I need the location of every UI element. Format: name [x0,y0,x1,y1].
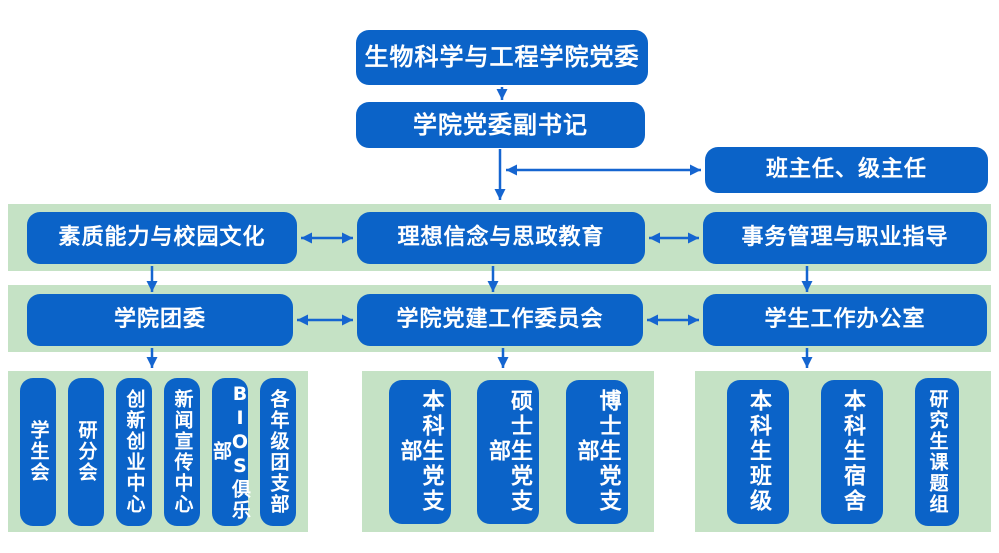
node-deputy-secretary: 学院党委副书记 [356,102,645,148]
node-grad-research-groups: 研究生课题组 [915,377,959,526]
node-youth-league-committee: 学院团委 [27,294,293,346]
node-innovation-entrepreneurship-center: 创新创业中心 [116,377,152,526]
node-undergrad-classes: 本科生班级 [727,379,789,524]
node-class-grade-directors: 班主任、级主任 [705,147,988,193]
panel-student-organizations: 学生会 研分会 创新创业中心 新闻宣传中心 BIOS俱乐部 各年级团支部 [8,371,308,532]
node-doctoral-party-branch: 博士生党支部 [565,379,628,524]
node-master-party-branch: 硕士生党支部 [477,379,539,524]
panel-party-branches: 本科生党支部 硕士生党支部 博士生党支部 [362,371,654,532]
node-affairs-and-career-guidance: 事务管理与职业指导 [703,212,987,264]
node-student-affairs-office: 学生工作办公室 [703,294,987,346]
node-grad-student-association: 研分会 [68,377,104,526]
node-grade-league-branches: 各年级团支部 [260,377,296,526]
node-undergrad-party-branch: 本科生党支部 [388,379,451,524]
node-student-union: 学生会 [20,377,56,526]
node-quality-and-campus-culture: 素质能力与校园文化 [27,212,297,264]
node-party-building-committee: 学院党建工作委员会 [357,294,643,346]
node-college-party-committee: 生物科学与工程学院党委 [356,30,648,85]
node-undergrad-dormitories: 本科生宿舍 [821,379,883,524]
node-bios-club: BIOS俱乐部 [210,377,251,526]
node-news-publicity-center: 新闻宣传中心 [164,377,200,526]
node-ideals-and-political-education: 理想信念与思政教育 [357,212,645,264]
panel-student-units: 本科生班级 本科生宿舍 研究生课题组 [695,371,991,532]
